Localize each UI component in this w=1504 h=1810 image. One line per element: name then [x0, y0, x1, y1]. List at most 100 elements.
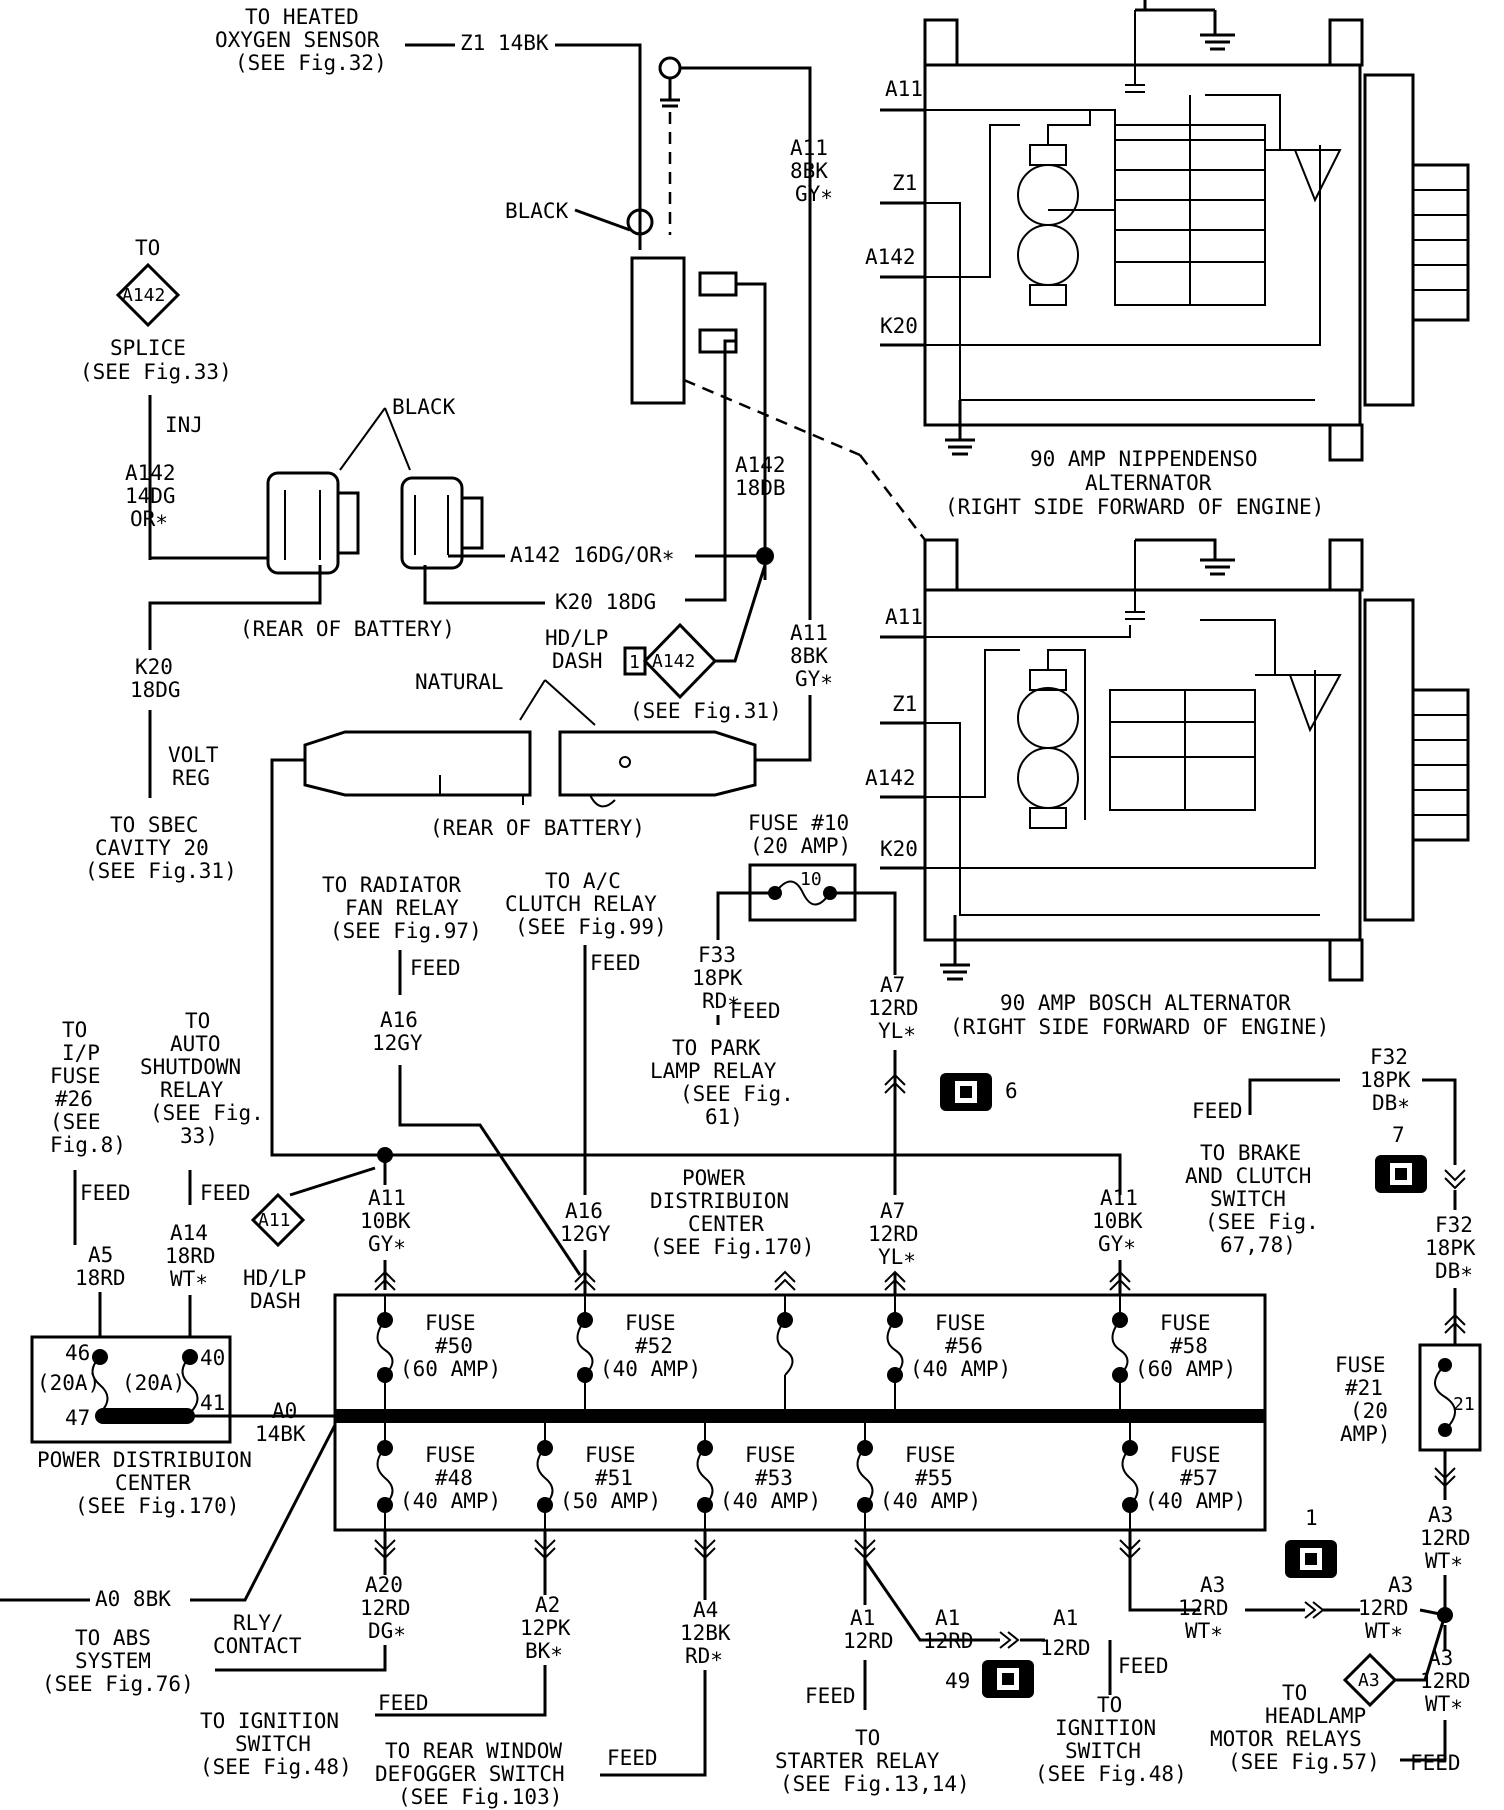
wire-label: (SEE Fig.32) [235, 51, 387, 75]
wire-label: FUSE [905, 1443, 956, 1467]
wire-label: A1 [850, 1606, 875, 1630]
wire-label: 12RD [1420, 1526, 1471, 1550]
wire-label: (RIGHT SIDE FORWARD OF ENGINE) [950, 1015, 1329, 1039]
connector-49-icon [982, 1660, 1034, 1698]
wire-label: A142 [865, 766, 916, 790]
wire-label: A3 [1358, 1670, 1380, 1691]
wire-label: SWITCH [1065, 1739, 1141, 1763]
wire-label: RELAY [160, 1078, 224, 1102]
wire-label: #21 [1345, 1376, 1383, 1400]
wire-label: LAMP RELAY [650, 1059, 777, 1083]
wire-label: POWER DISTRIBUION [37, 1448, 252, 1472]
wire-label: OR∗ [130, 507, 168, 531]
wire-label: HD/LP [243, 1266, 306, 1290]
wire-label: (20A) [37, 1371, 100, 1395]
wire-label: A0 [272, 1399, 297, 1423]
wire-label: A3 [1428, 1646, 1453, 1670]
wire-label: 10BK [1092, 1209, 1143, 1233]
wire-label: BK∗ [525, 1639, 563, 1663]
wire-label: TO [62, 1018, 87, 1042]
wire-label: FUSE [1160, 1311, 1211, 1335]
wire-label: A142 [652, 651, 695, 672]
wire-label: (40 AMP) [400, 1489, 501, 1513]
wire-label: TO IGNITION [200, 1709, 339, 1733]
wire-label: 12GY [560, 1222, 611, 1246]
fuse-57: FUSE #57 (40 AMP) [1121, 1422, 1246, 1530]
wire-label: K20 [135, 655, 173, 679]
wire-label: GY∗ [368, 1232, 406, 1256]
wire-label: (SEE Fig.103) [398, 1785, 562, 1809]
wire-label: A3 [1388, 1573, 1413, 1597]
wire-label: (SEE Fig.13,14) [780, 1772, 970, 1796]
wire-label: 10BK [360, 1209, 411, 1233]
wire-label: K20 [880, 314, 918, 338]
wire-label: (SEE Fig.99) [515, 915, 667, 939]
wire-label: (50 AMP) [560, 1489, 661, 1513]
wire-label: (REAR OF BATTERY) [240, 617, 455, 641]
wire-label: K20 18DG [555, 590, 656, 614]
wire-label: 12RD [1040, 1636, 1091, 1660]
wire-label: 12RD [868, 996, 919, 1020]
wire-label: TO HEATED [245, 5, 359, 29]
wire-label: FEED [1118, 1654, 1169, 1678]
wire-label: TO [1097, 1693, 1122, 1717]
wire-label: 41 [200, 1391, 225, 1415]
wire-label: #58 [1170, 1334, 1208, 1358]
battery-connector-right [558, 730, 757, 808]
wire-label: 12PK [520, 1616, 571, 1640]
wire-label: FEED [378, 1691, 429, 1715]
wire-label: OXYGEN SENSOR [215, 28, 380, 52]
wire-label: TO [135, 236, 160, 260]
battery-connector-left [303, 730, 532, 805]
wire-label: A11 [368, 1186, 406, 1210]
a11-top-wire [680, 66, 812, 620]
wire-label: 1 [1305, 1506, 1318, 1530]
wire-label: FUSE [425, 1311, 476, 1335]
wire-label: REG [172, 766, 210, 790]
wire-label: RD∗ [702, 989, 740, 1013]
connector-7-icon [1375, 1155, 1427, 1193]
alternator-nippendenso: A11 Z1 A142 K20 [865, 0, 1470, 462]
wire-label: A7 [880, 973, 905, 997]
wire-label: (SEE Fig.33) [80, 360, 232, 384]
wire-label: WT∗ [1365, 1619, 1403, 1643]
wire-label: (60 AMP) [1135, 1357, 1236, 1381]
wire-label: GY∗ [795, 182, 833, 206]
wire-label: Z1 [892, 692, 917, 716]
wire-label: #57 [1180, 1466, 1218, 1490]
alternator-bosch: A11 Z1 A142 K20 [865, 538, 1470, 982]
wire-label: DASH [250, 1289, 301, 1313]
wire-label: SPLICE [110, 336, 186, 360]
wire-label: 47 [65, 1406, 90, 1430]
wire-label: DASH [552, 649, 603, 673]
wire-label: (SEE Fig. [1205, 1210, 1319, 1234]
wire-label: (40 AMP) [600, 1357, 701, 1381]
wire-label: (60 AMP) [400, 1357, 501, 1381]
fuse-52: FUSE #52 (40 AMP) [576, 1295, 701, 1410]
wire-label: 18RD [165, 1244, 216, 1268]
wire-label: 40 [200, 1346, 225, 1370]
wire-label: A16 [380, 1008, 418, 1032]
wire-label: RD∗ [685, 1644, 723, 1668]
wire-label: A7 [880, 1199, 905, 1223]
wire-label: 10 [800, 869, 822, 890]
wire-label: FUSE [585, 1443, 636, 1467]
wire-label: 18PK [692, 966, 743, 990]
wire-label: VOLT [168, 743, 219, 767]
wire-label: (SEE Fig.48) [1035, 1762, 1187, 1786]
wire-label: SYSTEM [75, 1649, 151, 1673]
wire-label: POWER [682, 1166, 746, 1190]
wire-label: DG∗ [368, 1619, 406, 1643]
wire-label: A14 [170, 1221, 208, 1245]
wire-label: A11 [885, 605, 923, 629]
heated-o2-label: TO HEATED OXYGEN SENSOR (SEE Fig.32) [215, 5, 387, 75]
wire-label: (SEE Fig.170) [75, 1494, 239, 1518]
wire-label: FUSE [1170, 1443, 1221, 1467]
wire-label: FUSE [50, 1064, 101, 1088]
wire-label: A20 [365, 1573, 403, 1597]
wire-label: RLY/ [233, 1611, 284, 1635]
fuse-58: FUSE #58 (60 AMP) [1111, 1295, 1236, 1410]
connector-left [266, 471, 360, 575]
wire-label: 12RD [1420, 1669, 1471, 1693]
